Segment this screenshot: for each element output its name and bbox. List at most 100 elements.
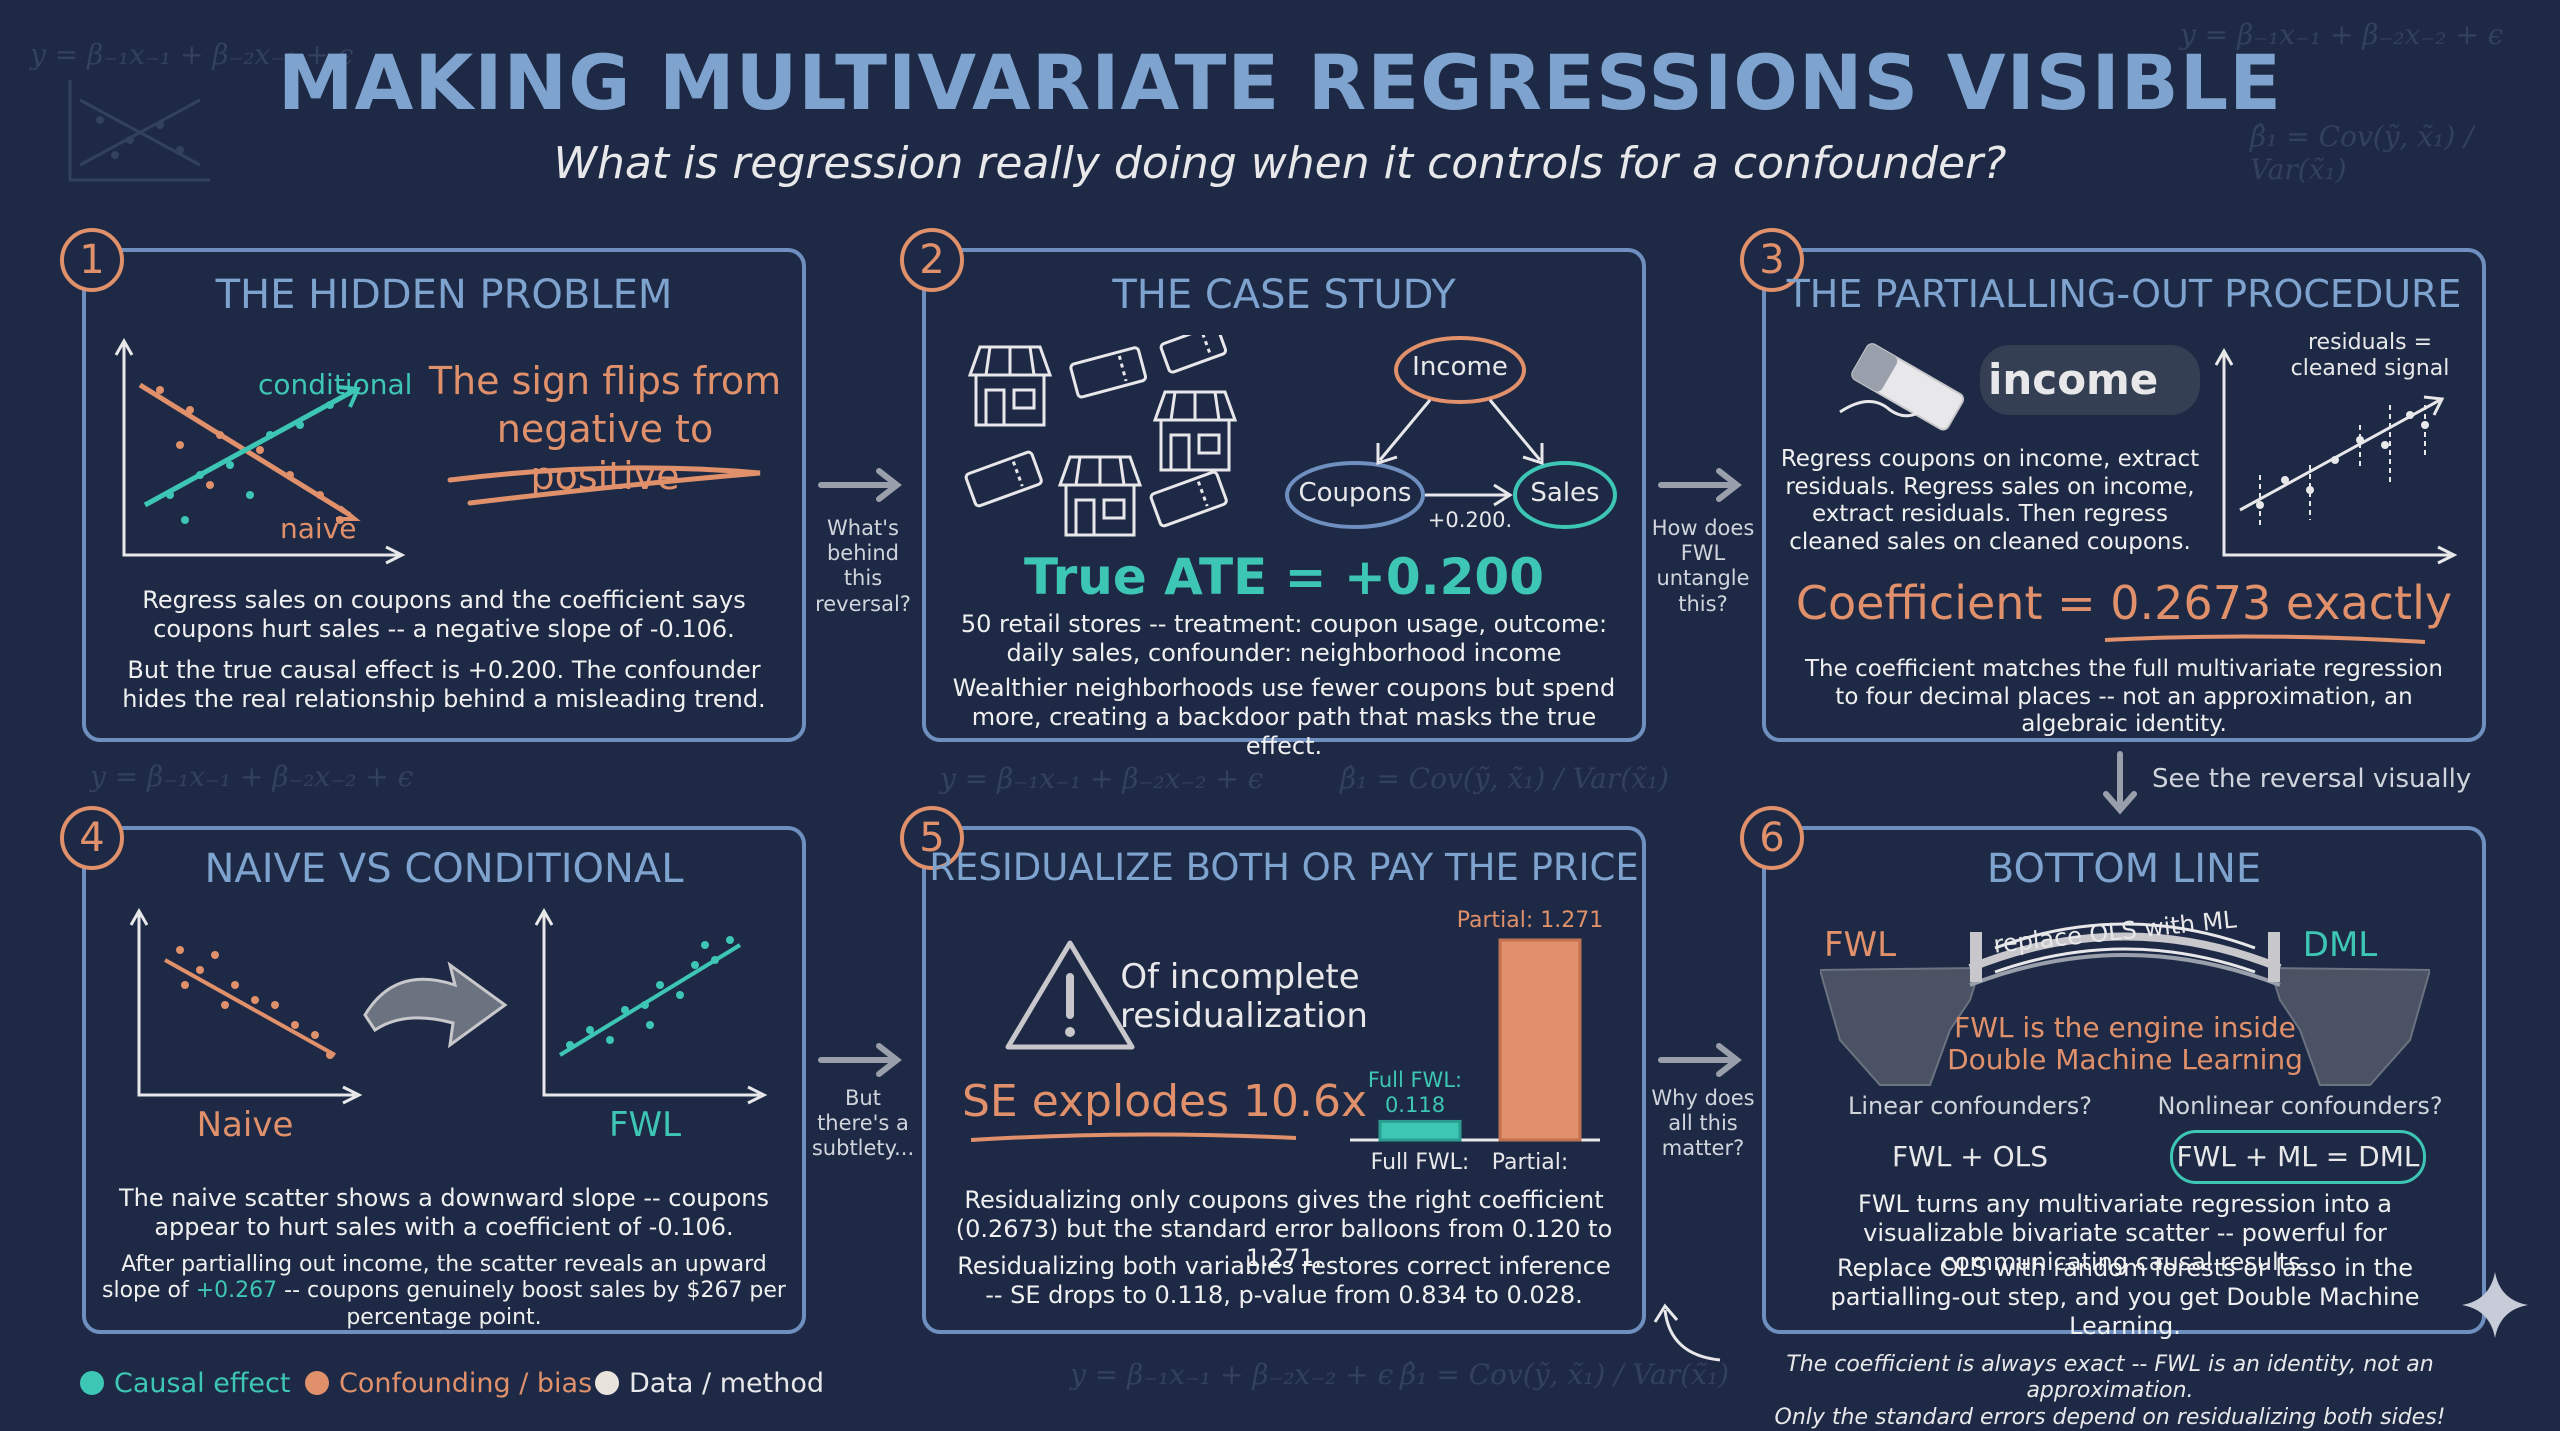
panel-text: The naive scatter shows a downward slope… xyxy=(119,1184,769,1241)
panel-text: The coefficient matches the full multiva… xyxy=(1804,656,2443,738)
panel-case-study xyxy=(922,248,1646,742)
legend-label: Causal effect xyxy=(114,1368,291,1399)
node-coupons xyxy=(1285,461,1425,529)
sparkle-icon xyxy=(2462,1272,2528,1338)
fwl-scatter xyxy=(534,907,768,1105)
footnote-line: Only the standard errors depend on resid… xyxy=(1774,1404,2446,1430)
legend-causal: Causal effect xyxy=(80,1368,290,1399)
legend-dot-icon xyxy=(80,1371,104,1395)
label-naive: naive xyxy=(280,512,357,545)
panel-text: 50 retail stores -- treatment: coupon us… xyxy=(960,610,1608,667)
causal-dag xyxy=(1285,336,1617,529)
flow-arrow-icon xyxy=(1658,468,1742,502)
bar-value-label: 0.118 xyxy=(1384,1093,1446,1118)
legend-dot-icon xyxy=(305,1371,329,1395)
x-tick-label: Partial: xyxy=(1491,1150,1569,1175)
label-fwl: FWL xyxy=(608,1105,682,1145)
question-nonlinear: Nonlinear confounders? xyxy=(2157,1092,2443,1120)
dag-label-coupons: Coupons xyxy=(1298,478,1412,508)
callout-underline xyxy=(447,465,761,506)
dag-label-sales: Sales xyxy=(1530,478,1600,508)
flow-question: How does FWL untangle this? xyxy=(1651,516,1755,616)
decor-equation: β̂₁ = Cov(ỹ, x̃₁) / Var(x̃₁) xyxy=(1400,1358,1730,1391)
question-linear: Linear confounders? xyxy=(1848,1092,2092,1120)
se-bar-chart xyxy=(1350,938,1600,1142)
flow-question: But there's a subtlety... xyxy=(811,1086,915,1161)
bar-label-line: Full FWL: xyxy=(1367,1068,1463,1092)
legend-dot-icon xyxy=(595,1371,619,1395)
panel-text: Residualizing both variables restores co… xyxy=(957,1252,1611,1309)
curved-arrow-icon xyxy=(1653,1303,1721,1362)
page-subtitle: What is regression really doing when it … xyxy=(553,138,2007,189)
bar-full-fwl xyxy=(1378,1119,1462,1142)
store-icon xyxy=(967,345,1053,427)
panel-title: THE HIDDEN PROBLEM xyxy=(215,272,673,318)
decor-equation: β̂₁ = Cov(ỹ, x̃₁) / Var(x̃₁) xyxy=(2250,120,2474,186)
bar-full-label: Full FWL: 0.118 xyxy=(1360,1068,1470,1118)
legend-label: Data / method xyxy=(629,1368,824,1399)
bridge-caption-line: FWL is the engine inside xyxy=(1954,1011,2296,1044)
coupon-icon xyxy=(1159,335,1228,374)
panel-bottom-line xyxy=(1762,826,2486,1334)
warning-icon xyxy=(1005,940,1135,1050)
panel-partialling-out xyxy=(1762,248,2486,742)
decor-scatter-sketch xyxy=(68,80,210,182)
flow-question: See the reversal visually xyxy=(2152,764,2472,794)
warning-text: Of incomplete residualization xyxy=(1120,957,1368,1037)
panel-text: Replace OLS with random forests or lasso… xyxy=(1830,1254,2420,1340)
bridge-right-label: DML xyxy=(2302,925,2378,965)
panel-title: THE CASE STUDY xyxy=(1112,272,1456,318)
coupon-icon xyxy=(1069,346,1148,399)
bar-partial xyxy=(1498,938,1582,1142)
flow-question: What's behind this reversal? xyxy=(815,516,911,616)
stores-and-coupons-illustration xyxy=(964,335,1238,537)
down-arrow-icon xyxy=(2103,751,2137,815)
panel-number: 3 xyxy=(1740,228,1804,292)
dag-edge-label: +0.200. xyxy=(1427,508,1513,532)
decor-equation: y = β₋₁x₋₁ + β₋₂x₋₂ + ϵ xyxy=(30,38,354,71)
panel-text: Regress sales on coupons and the coeffic… xyxy=(142,586,746,643)
se-underline xyxy=(970,1132,1297,1142)
true-ate: True ATE = +0.200 xyxy=(1023,548,1545,606)
panel-title: THE PARTIALLING-OUT PROCEDURE xyxy=(1786,272,2462,316)
label-conditional: conditional xyxy=(258,368,413,401)
dag-label-income: Income xyxy=(1412,352,1508,382)
eraser-smudge xyxy=(1980,345,2200,415)
bridge-caption-line: Double Machine Learning xyxy=(1947,1043,2303,1077)
panel-hidden-problem xyxy=(82,248,806,742)
bar-partial-label: Partial: 1.271 xyxy=(1456,908,1604,933)
residual-label: residuals = cleaned signal xyxy=(2260,330,2480,383)
label-naive: Naive xyxy=(196,1105,294,1145)
panel-number: 2 xyxy=(900,228,964,292)
flow-arrow-icon xyxy=(818,468,902,502)
panel-naive-vs-conditional xyxy=(82,826,806,1334)
coupon-icon xyxy=(964,450,1043,508)
store-icon xyxy=(1057,455,1143,537)
panel-text: FWL turns any multivariate regression in… xyxy=(1858,1190,2392,1276)
warning-line: residualization xyxy=(1120,996,1368,1037)
store-icon xyxy=(1152,390,1238,472)
panel-text: But the true causal effect is +0.200. Th… xyxy=(122,656,766,713)
page-title: MAKING MULTIVARIATE REGRESSIONS VISIBLE xyxy=(277,38,2283,127)
decor-equation: y = β₋₁x₋₁ + β₋₂x₋₂ + ϵ xyxy=(2180,18,2504,51)
panel-number: 1 xyxy=(60,228,124,292)
erased-word: income xyxy=(1988,355,2159,404)
answer-nonlinear-badge: FWL + ML = DML xyxy=(2170,1130,2426,1184)
bridge-left-label: FWL xyxy=(1823,925,1897,965)
legend-confounding: Confounding / bias xyxy=(305,1368,592,1399)
node-sales xyxy=(1513,461,1617,529)
panel-text: Wealthier neighborhoods use fewer coupon… xyxy=(952,674,1616,760)
panel-text: Regress coupons on income, extract resid… xyxy=(1780,446,2200,555)
transform-arrow-icon xyxy=(363,961,508,1049)
bridge-caption: FWL is the engine inside Double Machine … xyxy=(1880,1011,2370,1077)
panel-residualize-both xyxy=(922,826,1646,1334)
text-segment: After partialling out income, the scatte… xyxy=(102,1252,767,1304)
panel-text: Residualizing only coupons gives the rig… xyxy=(955,1186,1613,1272)
residual-label-line: residuals = xyxy=(2307,330,2433,355)
node-income xyxy=(1394,336,1526,404)
decor-equation: y = β₋₁x₋₁ + β₋₂x₋₂ + ϵ xyxy=(940,762,1264,795)
fwl-dml-bridge-illustration xyxy=(1820,922,2430,1086)
panel-title: RESIDUALIZE BOTH OR PAY THE PRICE xyxy=(929,846,1639,889)
panel-number: 6 xyxy=(1740,806,1804,870)
legend-label: Confounding / bias xyxy=(339,1368,593,1399)
